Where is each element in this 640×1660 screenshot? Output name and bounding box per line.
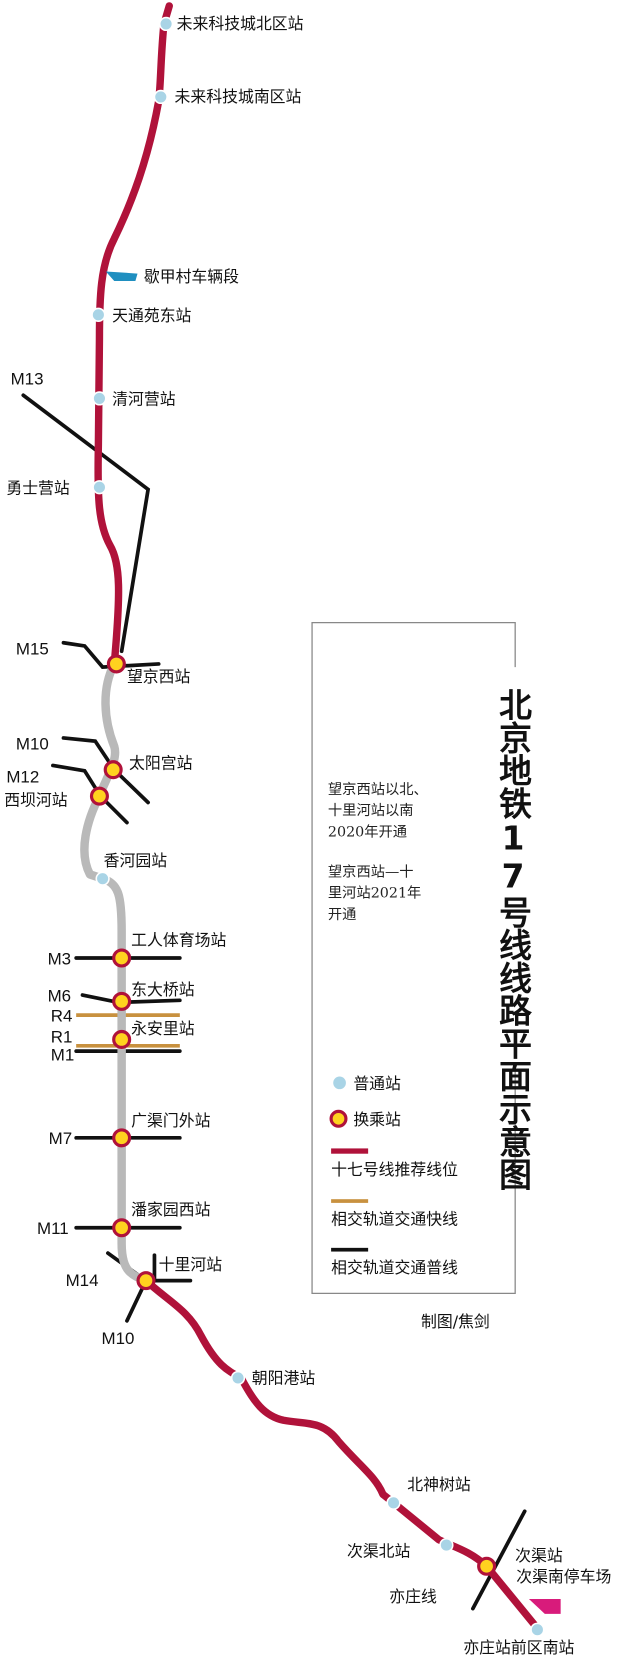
legend-regular-swatch [331,1247,369,1252]
line-code: M6 [48,986,71,1005]
station-label: 次渠站 [515,1546,563,1565]
transfer-station[interactable] [103,760,123,780]
line-code: R4 [51,1006,73,1025]
station-label: 十里河站 [159,1255,223,1274]
line-m10 [61,736,150,805]
station-dot[interactable] [230,1370,246,1386]
station-label: 次渠北站 [347,1542,411,1561]
legend-transfer-station-icon [329,1109,348,1128]
depot-south-flag [528,1599,561,1614]
line17-south-section [142,1276,538,1629]
legend-label: 换乘站 [353,1110,401,1129]
station-label: 未来科技城南区站 [175,87,302,106]
station-dot[interactable] [153,89,168,105]
note-line: 2020年开通 [328,823,407,840]
station-label: 永安里站 [131,1019,195,1038]
note-line: 望京西站以北、 [328,781,428,798]
line-code: M10 [102,1329,135,1348]
depot-label: 次渠南停车场 [516,1567,611,1586]
station-label: 望京西站 [127,667,191,686]
transfer-station[interactable] [112,991,132,1011]
station-label: 东大桥站 [131,980,195,999]
note-line: 十里河站以南 [328,802,414,819]
station-label: 太阳宫站 [129,754,193,773]
legend-express-swatch [331,1199,369,1203]
line-code: M15 [16,639,49,658]
map-title: 北京地铁17号线线路平面示意图 [494,688,532,1190]
line-code: M7 [49,1129,73,1148]
transfer-station[interactable] [112,1029,132,1049]
credit: 制图/焦剑 [421,1312,490,1331]
legend-label: 相交轨道交通快线 [331,1210,458,1229]
transfer-station[interactable] [136,1271,156,1291]
station-label: 香河园站 [104,851,168,870]
legend-regular-station-icon [333,1076,346,1090]
line-code: M11 [37,1219,69,1238]
line-m13 [21,393,151,654]
station-label: 西坝河站 [4,791,68,810]
note-line: 望京西站—十 [328,864,414,881]
legend-label: 相交轨道交通普线 [331,1258,458,1277]
station-dot[interactable] [530,1622,545,1637]
line-m12 [51,763,129,825]
line-yizhuang [471,1509,527,1611]
station-dot[interactable] [386,1495,401,1510]
transfer-station[interactable] [477,1556,497,1576]
transfer-station[interactable] [89,786,109,806]
line-code: M10 [16,735,49,754]
transfer-station[interactable] [106,654,126,674]
station-dot[interactable] [439,1537,454,1553]
station-dot[interactable] [91,307,106,322]
note-line: 开通 [328,906,357,923]
depot-label: 歇甲村车辆段 [144,267,239,286]
line17-later-section [80,659,151,1285]
station-label: 亦庄站前区南站 [463,1638,574,1657]
line-m15 [61,640,161,669]
station-dot[interactable] [92,391,107,406]
station-label: 天通苑东站 [112,306,191,325]
station-dot[interactable] [95,871,110,886]
station-label: 潘家园西站 [131,1200,210,1219]
line-code: M1 [51,1046,75,1065]
station-label: 勇士营站 [6,479,70,498]
station-label: 朝阳港站 [252,1368,316,1387]
station-dot[interactable] [92,480,107,495]
station-dot[interactable] [158,16,174,32]
legend-label: 十七号线推荐线位 [331,1160,458,1179]
note-line: 里河站2021年 [328,885,421,902]
legend-label: 普通站 [353,1074,401,1093]
line-code: M13 [11,370,44,389]
line-code: M14 [66,1271,99,1290]
line-code: M12 [6,767,39,786]
info-box [311,622,516,1294]
depot-north-flag [105,271,138,281]
line17-north-section [94,2,173,668]
station-label: 清河营站 [112,390,176,409]
line-code: R1 [51,1028,73,1047]
line-code: 亦庄线 [389,1587,437,1606]
station-label: 未来科技城北区站 [177,14,304,33]
legend-line17-swatch [331,1148,369,1154]
station-label: 北神树站 [407,1475,471,1494]
station-label: 广渠门外站 [131,1111,210,1130]
transfer-station[interactable] [112,948,132,968]
transfer-station[interactable] [112,1128,132,1148]
line-code: M3 [48,949,71,968]
transfer-station[interactable] [112,1218,132,1238]
station-label: 工人体育场站 [131,930,226,949]
